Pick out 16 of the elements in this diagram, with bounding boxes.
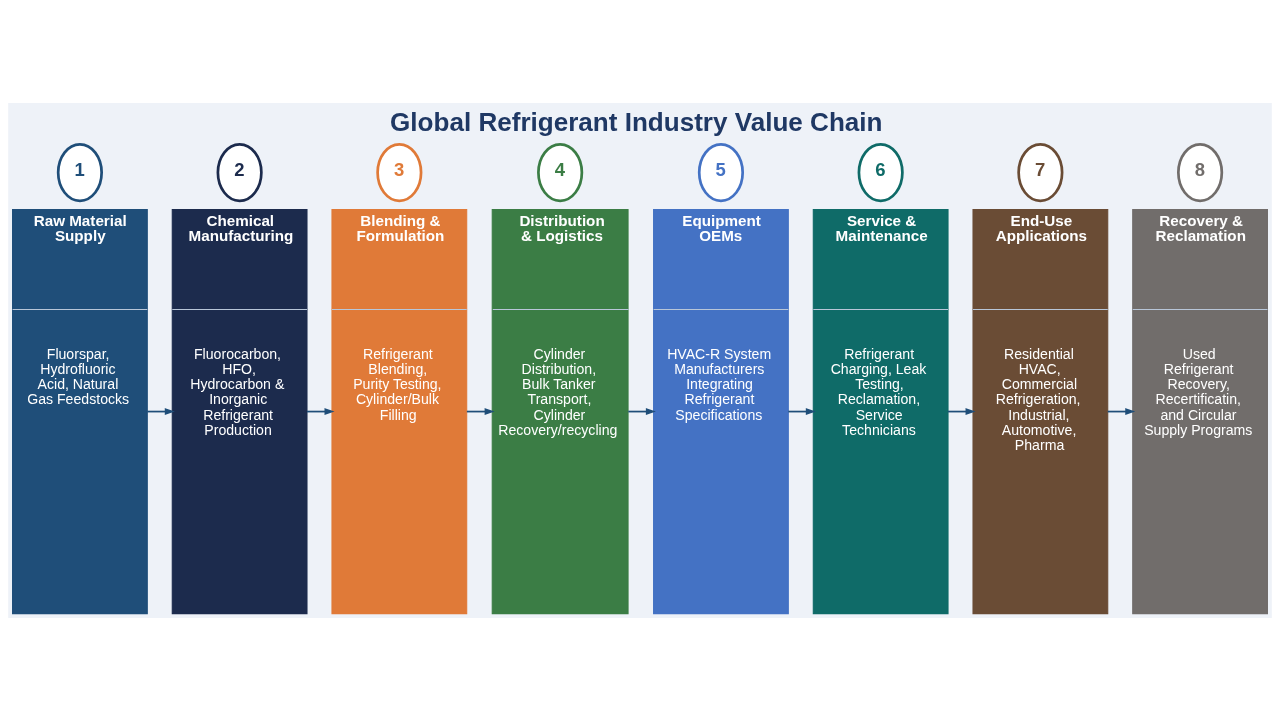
arrow: [306, 407, 335, 415]
node-ellipse: 1: [56, 142, 103, 202]
arrow: [947, 407, 976, 415]
arrow: [787, 407, 816, 415]
node-ellipse: 2: [216, 142, 263, 202]
arrow: [1106, 407, 1136, 415]
diagram-title: Global Refrigerant Industry Value Chain: [390, 106, 883, 137]
node-ellipse: 3: [376, 142, 423, 202]
arrow: [146, 407, 175, 415]
node-ellipse: 8: [1177, 142, 1224, 202]
arrow: [466, 407, 495, 415]
node-ellipse: 5: [697, 142, 745, 202]
node-ellipse: 6: [857, 142, 904, 202]
node-ellipse: 7: [1017, 142, 1064, 202]
arrow: [627, 407, 656, 415]
node-ellipse: 4: [537, 142, 584, 202]
